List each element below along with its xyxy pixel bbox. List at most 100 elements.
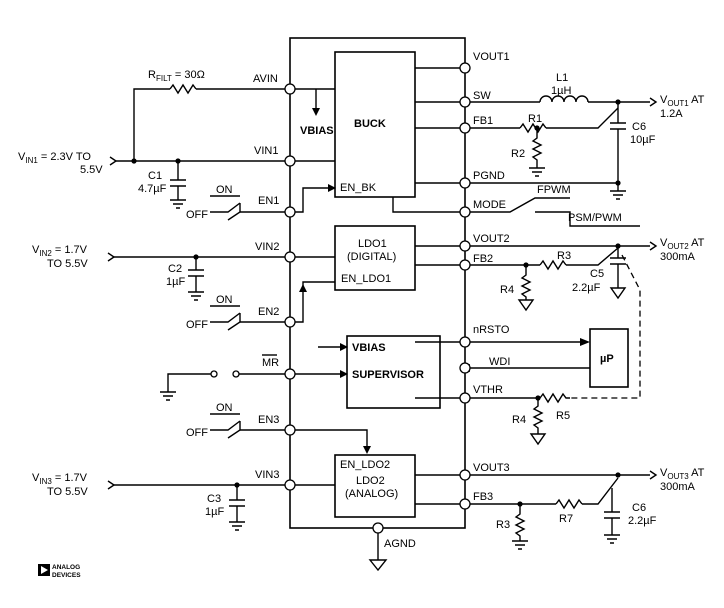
ldo2-block [334,454,416,518]
vout2-current-label: 300mA [660,251,696,263]
mr-button-contact-b [232,370,240,378]
vout1-arrow [649,97,658,107]
pin-pgnd [459,177,471,189]
buck-label: BUCK [354,118,386,130]
pgnd-ground [610,183,626,200]
buck-block [334,51,416,198]
vout2-arrow [649,241,658,251]
c6a-value: 10µF [630,134,656,146]
r3a-resistor [539,259,567,271]
c6-output-capacitor [610,102,626,183]
vbias-label: VBIAS [300,125,334,137]
c5-name: C5 [590,268,604,280]
pin-fb3 [459,498,471,510]
vin1-arrow [109,156,118,166]
label-wdi: WDI [489,356,510,368]
microprocessor-block [589,328,629,388]
pin-fb1 [459,122,471,134]
mode-psm-wire [535,211,640,227]
c2-name: C2 [168,263,182,275]
supervisor-label: SUPERVISOR [352,369,424,381]
vout2-label: VOUT2 AT [660,237,705,251]
label-fb2: FB2 [473,253,493,265]
r3a-to-output [566,247,619,266]
pin-vout2 [459,240,471,252]
c3-value: 1µF [205,506,224,518]
ldo1-sublabel: (DIGITAL) [347,251,396,263]
vthr-dashed-link [570,254,641,399]
pin-vin1 [284,155,296,167]
c5-capacitor [609,246,627,300]
l1-inductor [539,95,589,103]
en3-wire [240,429,368,448]
c6b-name: C6 [632,502,646,514]
en1-off-label: OFF [186,209,208,221]
c3-capacitor [229,485,245,531]
en3-on-label: ON [216,402,233,414]
supervisor-block [346,335,441,409]
en-ldo1-label: EN_LDO1 [341,273,391,285]
label-vin2: VIN2 [255,241,279,253]
vbias-sup-arrow [340,343,348,351]
pin-en1 [284,206,296,218]
pin-sw [459,96,471,108]
adi-logo-line1: ANALOG [52,564,80,571]
en2-off-label: OFF [186,319,208,331]
en2-switch-off [210,312,241,323]
vbias-sup-label: VBIAS [352,342,386,354]
r4a-label: R4 [500,284,514,296]
c6a-name: C6 [632,121,646,133]
ldo2-label: LDO2 [356,475,385,487]
en1-on-label: ON [216,184,233,196]
en3-off-label: OFF [186,427,208,439]
mr-button-contact-a [210,370,218,378]
vout3-current-label: 300mA [660,481,696,493]
vout3-arrow [649,470,658,480]
r7-resistor [555,498,583,510]
label-fb1: FB1 [473,115,493,127]
pin-nrsto [459,336,471,348]
c2-capacitor [188,257,204,301]
r3b-label: R3 [496,519,510,531]
en-bk-label: EN_BK [340,182,377,194]
r7-label: R7 [559,513,573,525]
vin2-arrow [107,252,116,262]
vin1-label: VIN1 = 2.3V TO [18,151,91,165]
vout1-current-label: 1.2A [660,108,683,120]
pin-vin2 [284,251,296,263]
pin-mr [284,368,296,380]
label-avin: AVIN [253,73,278,85]
label-fb3: FB3 [473,491,493,503]
en1-switch-off [210,202,241,213]
vin2-range-label: TO 5.5V [47,258,88,270]
vout3-label: VOUT3 AT [660,467,705,481]
en-ldo2-label: EN_LDO2 [340,459,390,471]
label-vout1: VOUT1 [473,51,510,63]
en-ldo2-arrow [363,446,371,454]
pin-agnd [372,522,384,534]
r1-label: R1 [528,113,542,125]
c2-value: 1µF [166,276,185,288]
c6-ldo2-capacitor [604,488,620,544]
label-nrsto: nRSTO [473,324,510,336]
vbias-arrow-head [312,108,320,116]
ldo1-label: LDO1 [358,238,387,250]
r2-label: R2 [511,148,525,160]
mode-fpwm-label: FPWM [537,184,571,196]
label-en3: EN3 [258,414,279,426]
r2-resistor [529,128,545,177]
vin3-label: VIN3 = 1.7V [32,472,88,486]
c3-name: C3 [207,493,221,505]
en2-wire [240,290,304,323]
rfilt-resistor [169,83,197,95]
r4b-label: R4 [512,414,526,426]
label-agnd: AGND [384,538,416,550]
mr-ground [160,373,200,401]
en-bk-wire [290,187,335,213]
nrsto-arrow [580,338,590,346]
en2-on-label: ON [216,294,233,306]
ldo2-sublabel: (ANALOG) [345,488,398,500]
adi-logo-triangle [41,566,48,574]
label-mode: MODE [473,199,506,211]
